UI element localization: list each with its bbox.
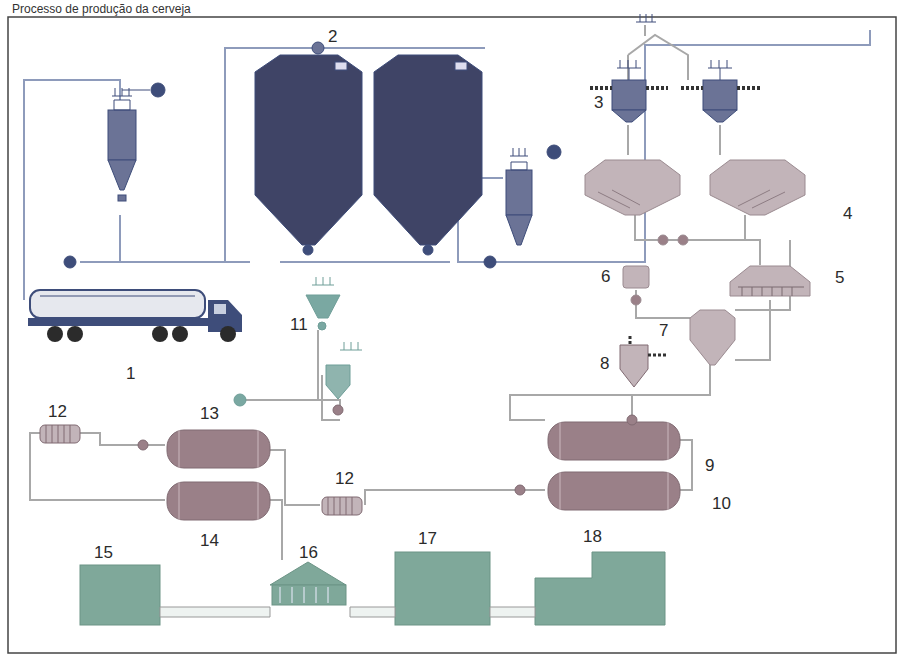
callout-number: 17	[418, 530, 437, 547]
tanks	[40, 336, 680, 520]
silos	[255, 42, 482, 255]
callout-number: 10	[712, 495, 731, 512]
callout-number: 6	[601, 268, 610, 285]
callout-number: 12	[335, 470, 354, 487]
callout-number: 8	[600, 355, 609, 372]
figure-caption: Processo de produção da cerveja	[12, 2, 191, 16]
frame	[8, 17, 896, 653]
truck	[28, 290, 242, 342]
callout-number: 16	[299, 544, 318, 561]
callout-number: 12	[48, 403, 67, 420]
packaging	[80, 552, 665, 625]
callout-number: 9	[705, 457, 714, 474]
callout-number: 7	[659, 322, 668, 339]
callout-number: 14	[200, 532, 219, 549]
callout-number: 3	[594, 94, 603, 111]
mash-tuns	[585, 160, 810, 365]
callout-number: 18	[583, 528, 602, 545]
callout-number: 1	[126, 365, 135, 382]
callout-number: 2	[328, 28, 337, 45]
callout-number: 4	[843, 205, 852, 222]
mills	[590, 14, 760, 122]
grain-pipes	[24, 30, 870, 300]
callout-number: 15	[94, 544, 113, 561]
callout-number: 5	[835, 269, 844, 286]
callout-number: 11	[290, 316, 308, 333]
filter-aid-silo	[234, 277, 362, 406]
callout-number: 13	[200, 405, 219, 422]
